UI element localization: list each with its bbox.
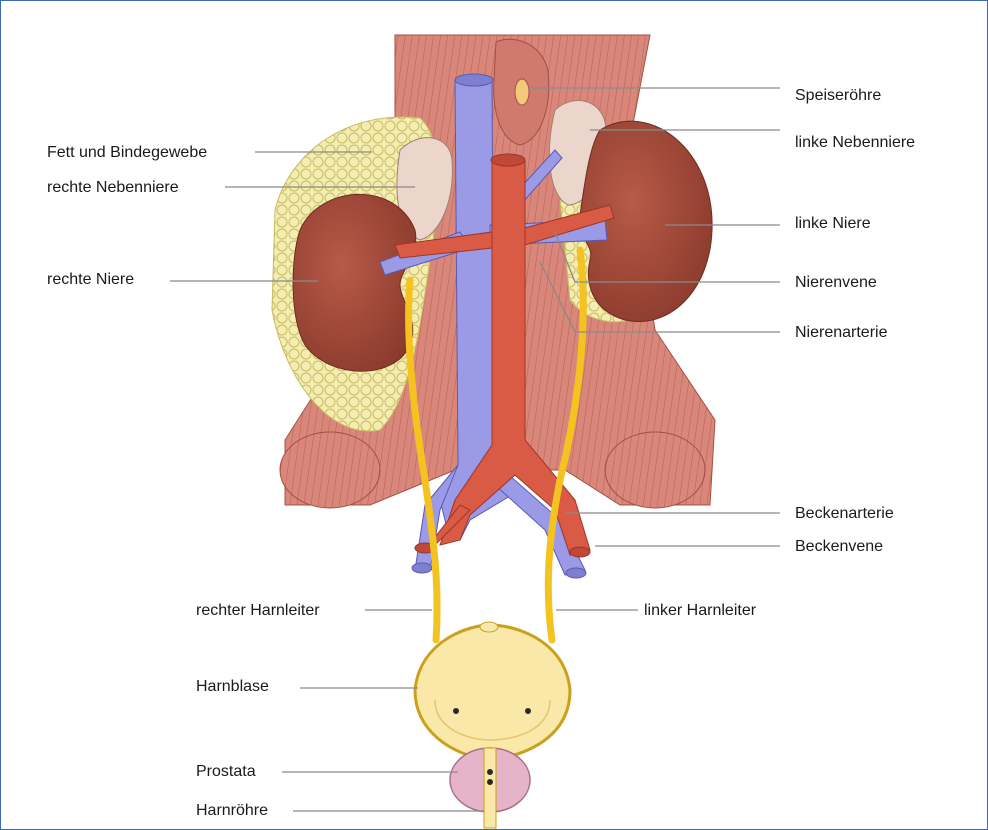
label-harnroehre: Harnröhre [196, 801, 268, 821]
label-nierenarterie: Nierenarterie [795, 323, 887, 343]
label-linker-harnleiter: linker Harnleiter [644, 601, 756, 621]
label-prostata: Prostata [196, 762, 256, 782]
label-beckenvene: Beckenvene [795, 537, 883, 557]
right-kidney [293, 194, 416, 371]
label-rechte-niere: rechte Niere [47, 270, 134, 290]
label-rechter-harnleiter: rechter Harnleiter [196, 601, 320, 621]
label-linke-nebenniere: linke Nebenniere [795, 133, 915, 153]
label-harnblase: Harnblase [196, 677, 269, 697]
label-speiseroehre: Speiseröhre [795, 86, 881, 106]
label-nierenvene: Nierenvene [795, 273, 877, 293]
label-rechte-nebenniere: rechte Nebenniere [47, 178, 179, 198]
bladder [415, 622, 570, 760]
label-fett-und-bindegewebe: Fett und Bindegewebe [47, 143, 207, 163]
label-linke-niere: linke Niere [795, 214, 871, 234]
prostate [450, 748, 530, 828]
label-beckenarterie: Beckenarterie [795, 504, 894, 524]
